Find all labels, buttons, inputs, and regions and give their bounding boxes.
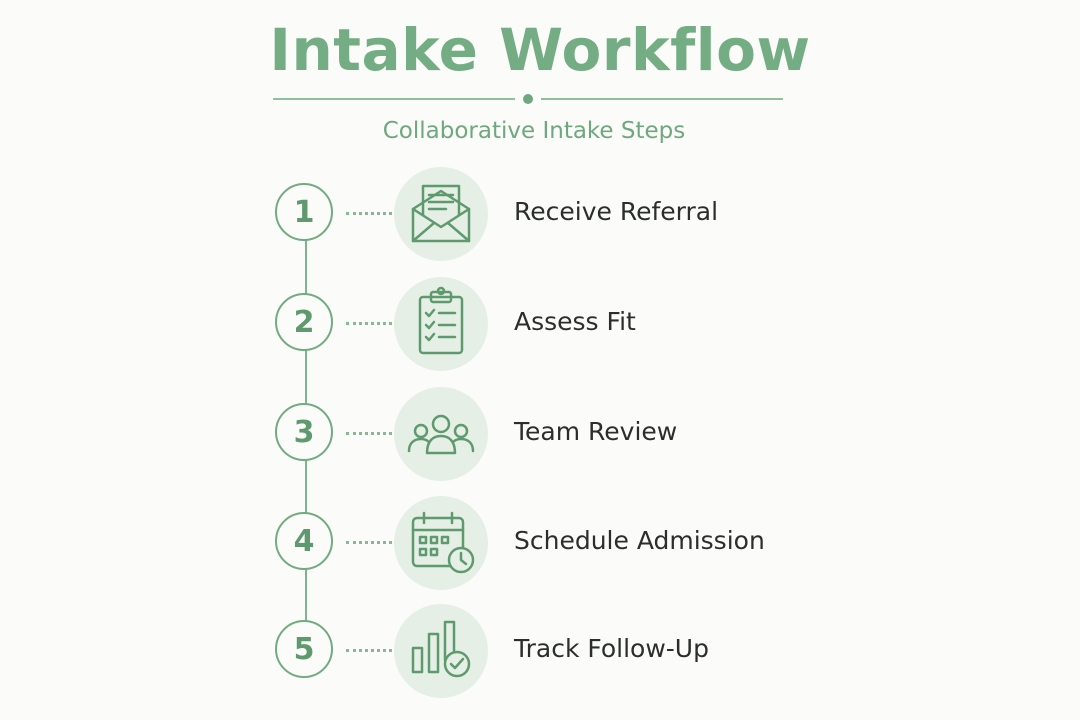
dotted-connector bbox=[346, 649, 392, 652]
step-number: 3 bbox=[293, 414, 315, 450]
step-label: Track Follow-Up bbox=[514, 634, 709, 663]
clipboard-checklist-icon bbox=[418, 286, 464, 355]
step-label: Assess Fit bbox=[514, 307, 636, 336]
step-icon-circle bbox=[394, 387, 488, 481]
step-icon-circle bbox=[394, 277, 488, 371]
step-number-badge: 5 bbox=[275, 620, 333, 678]
step-icon-circle bbox=[394, 604, 488, 698]
chart-check-icon bbox=[411, 620, 471, 678]
page-title: Intake Workflow bbox=[269, 16, 811, 84]
dotted-connector bbox=[346, 541, 392, 544]
step-icon-circle bbox=[394, 496, 488, 590]
divider-dot bbox=[523, 94, 533, 104]
title-divider bbox=[273, 94, 783, 104]
envelope-icon bbox=[411, 184, 471, 243]
step-number: 4 bbox=[293, 523, 315, 559]
dotted-connector bbox=[346, 322, 392, 325]
step-number: 5 bbox=[293, 631, 315, 667]
divider-line-right bbox=[541, 98, 783, 100]
dotted-connector bbox=[346, 212, 392, 215]
step-number-badge: 1 bbox=[275, 183, 333, 241]
workflow-step-3: 3 Team Review bbox=[0, 387, 1080, 483]
step-icon-circle bbox=[394, 167, 488, 261]
workflow-step-5: 5 Track Follow-Up bbox=[0, 604, 1080, 700]
step-number: 2 bbox=[293, 304, 315, 340]
workflow-step-4: 4 Schedule Admission bbox=[0, 496, 1080, 592]
team-icon bbox=[407, 414, 475, 455]
dotted-connector bbox=[346, 432, 392, 435]
step-label: Schedule Admission bbox=[514, 526, 765, 555]
divider-line-left bbox=[273, 98, 515, 100]
step-number-badge: 3 bbox=[275, 403, 333, 461]
step-number: 1 bbox=[293, 194, 315, 230]
page-subtitle: Collaborative Intake Steps bbox=[382, 118, 686, 144]
workflow-step-2: 2 Assess Fit bbox=[0, 277, 1080, 373]
step-label: Team Review bbox=[514, 417, 678, 446]
step-label: Receive Referral bbox=[514, 197, 719, 226]
step-number-badge: 4 bbox=[275, 512, 333, 570]
step-number-badge: 2 bbox=[275, 293, 333, 351]
workflow-step-1: 1 Receive Referral bbox=[0, 167, 1080, 263]
calendar-clock-icon bbox=[411, 511, 475, 574]
